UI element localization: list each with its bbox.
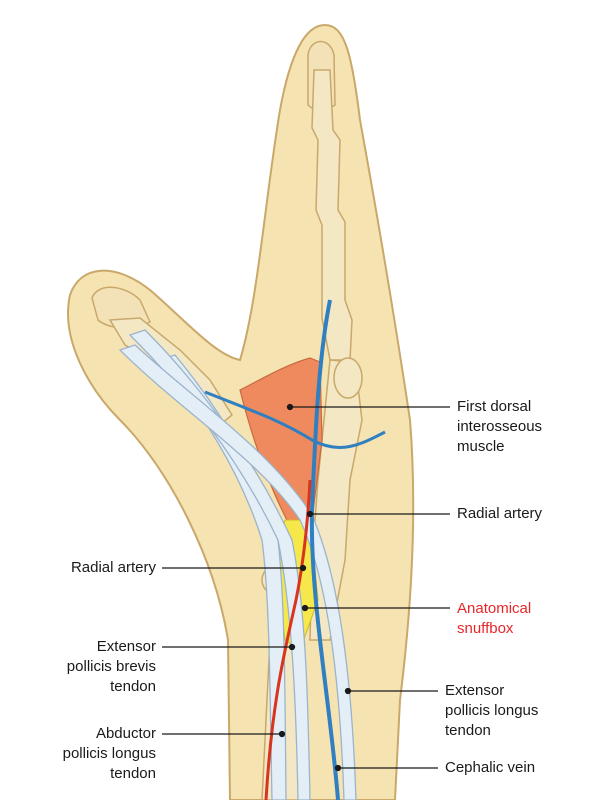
label-first-dorsal-line1: First dorsal: [457, 398, 532, 415]
label-cephalic-vein: Cephalic vein: [445, 759, 536, 776]
label-epl-line1: Extensor: [445, 682, 505, 699]
cephalic-vein: [309, 299, 340, 800]
label-first-dorsal-line2: interosseous: [457, 418, 543, 435]
leader-lines: [162, 403, 450, 772]
label-snuffbox-line2: snuffbox: [457, 620, 514, 637]
cephalic-vein-branch: [311, 430, 386, 449]
radial-artery: [264, 479, 312, 800]
label-apl-line1: Abductor: [95, 725, 156, 742]
index-bones: [311, 69, 353, 361]
label-epl-line3: tendon: [445, 722, 491, 739]
cephalic-vein-branch: [204, 390, 313, 442]
label-epl-line2: pollicis longus: [445, 702, 539, 719]
label-apl-line2: pollicis longus: [62, 745, 156, 762]
label-snuffbox-line1: Anatomical: [457, 600, 532, 617]
carpal-bone: [333, 357, 363, 399]
label-epb-line3: tendon: [110, 678, 156, 695]
label-epb-line2: pollicis brevis: [66, 658, 156, 675]
label-radial-artery-left: Radial artery: [70, 559, 156, 576]
label-radial-artery-right: Radial artery: [457, 505, 543, 522]
label-first-dorsal-line3: muscle: [457, 438, 505, 455]
label-apl-line3: tendon: [110, 765, 156, 782]
label-epb-line1: Extensor: [96, 638, 156, 655]
